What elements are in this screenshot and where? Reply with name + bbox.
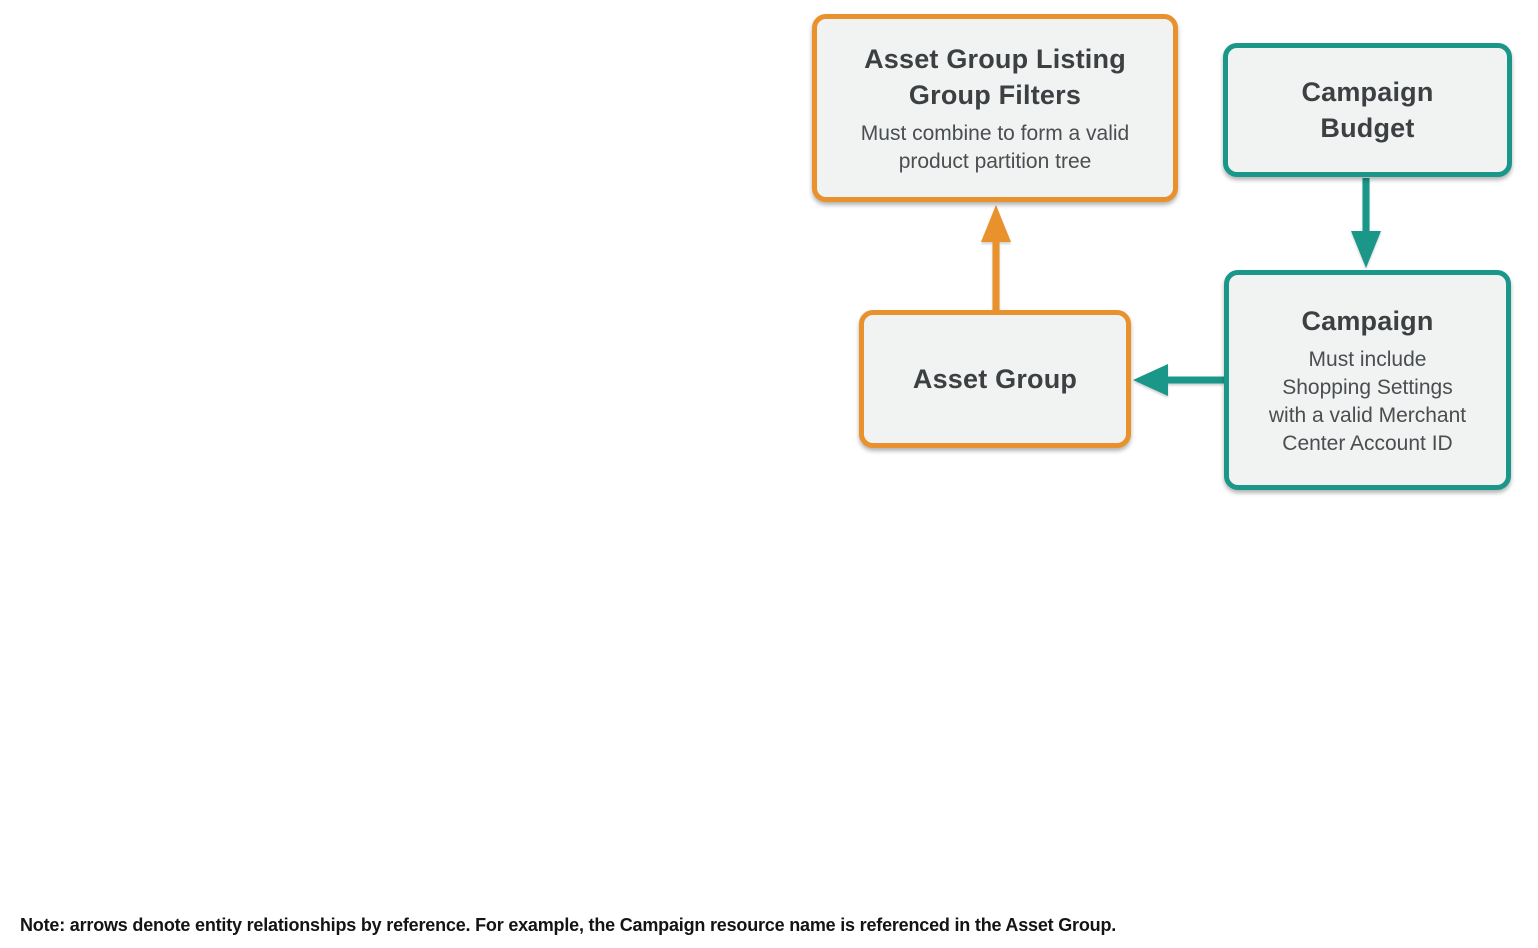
arrow-campaign-budget-to-campaign-icon	[1351, 178, 1381, 268]
node-subtitle-line: Must combine to form a valid	[860, 121, 1130, 145]
node-title: Asset Group	[913, 361, 1077, 397]
node-title-line: Asset Group Listing	[864, 43, 1126, 74]
node-subtitle-line: with a valid Merchant	[1268, 403, 1467, 427]
node-title: Asset Group Listing Group Filters	[864, 41, 1126, 113]
node-subtitle-line: Shopping Settings	[1282, 375, 1453, 399]
node-title: Campaign Budget	[1301, 74, 1433, 146]
node-subtitle-line: Must include	[1308, 347, 1427, 371]
arrow-asset-group-to-listing-filters-icon	[981, 205, 1011, 312]
node-subtitle-line: Center Account ID	[1282, 431, 1453, 455]
node-asset-group: Asset Group	[859, 310, 1131, 448]
node-subtitle: Must include Shopping Settings with a va…	[1269, 346, 1466, 458]
node-campaign: Campaign Must include Shopping Settings …	[1224, 270, 1511, 490]
node-subtitle: Must combine to form a valid product par…	[861, 120, 1129, 176]
node-title-line: Campaign	[1301, 77, 1434, 107]
arrow-campaign-to-asset-group-icon	[1133, 364, 1224, 396]
node-title-line: Asset Group	[912, 364, 1078, 394]
node-title-line: Budget	[1320, 113, 1415, 143]
node-campaign-budget: Campaign Budget	[1223, 43, 1512, 177]
node-subtitle-line: product partition tree	[898, 149, 1092, 173]
node-asset-group-listing-group-filters: Asset Group Listing Group Filters Must c…	[812, 14, 1178, 202]
node-title-line: Campaign	[1301, 305, 1434, 336]
node-title-line: Group Filters	[908, 79, 1082, 110]
node-title: Campaign	[1301, 303, 1433, 339]
footnote: Note: arrows denote entity relationships…	[20, 915, 1117, 935]
